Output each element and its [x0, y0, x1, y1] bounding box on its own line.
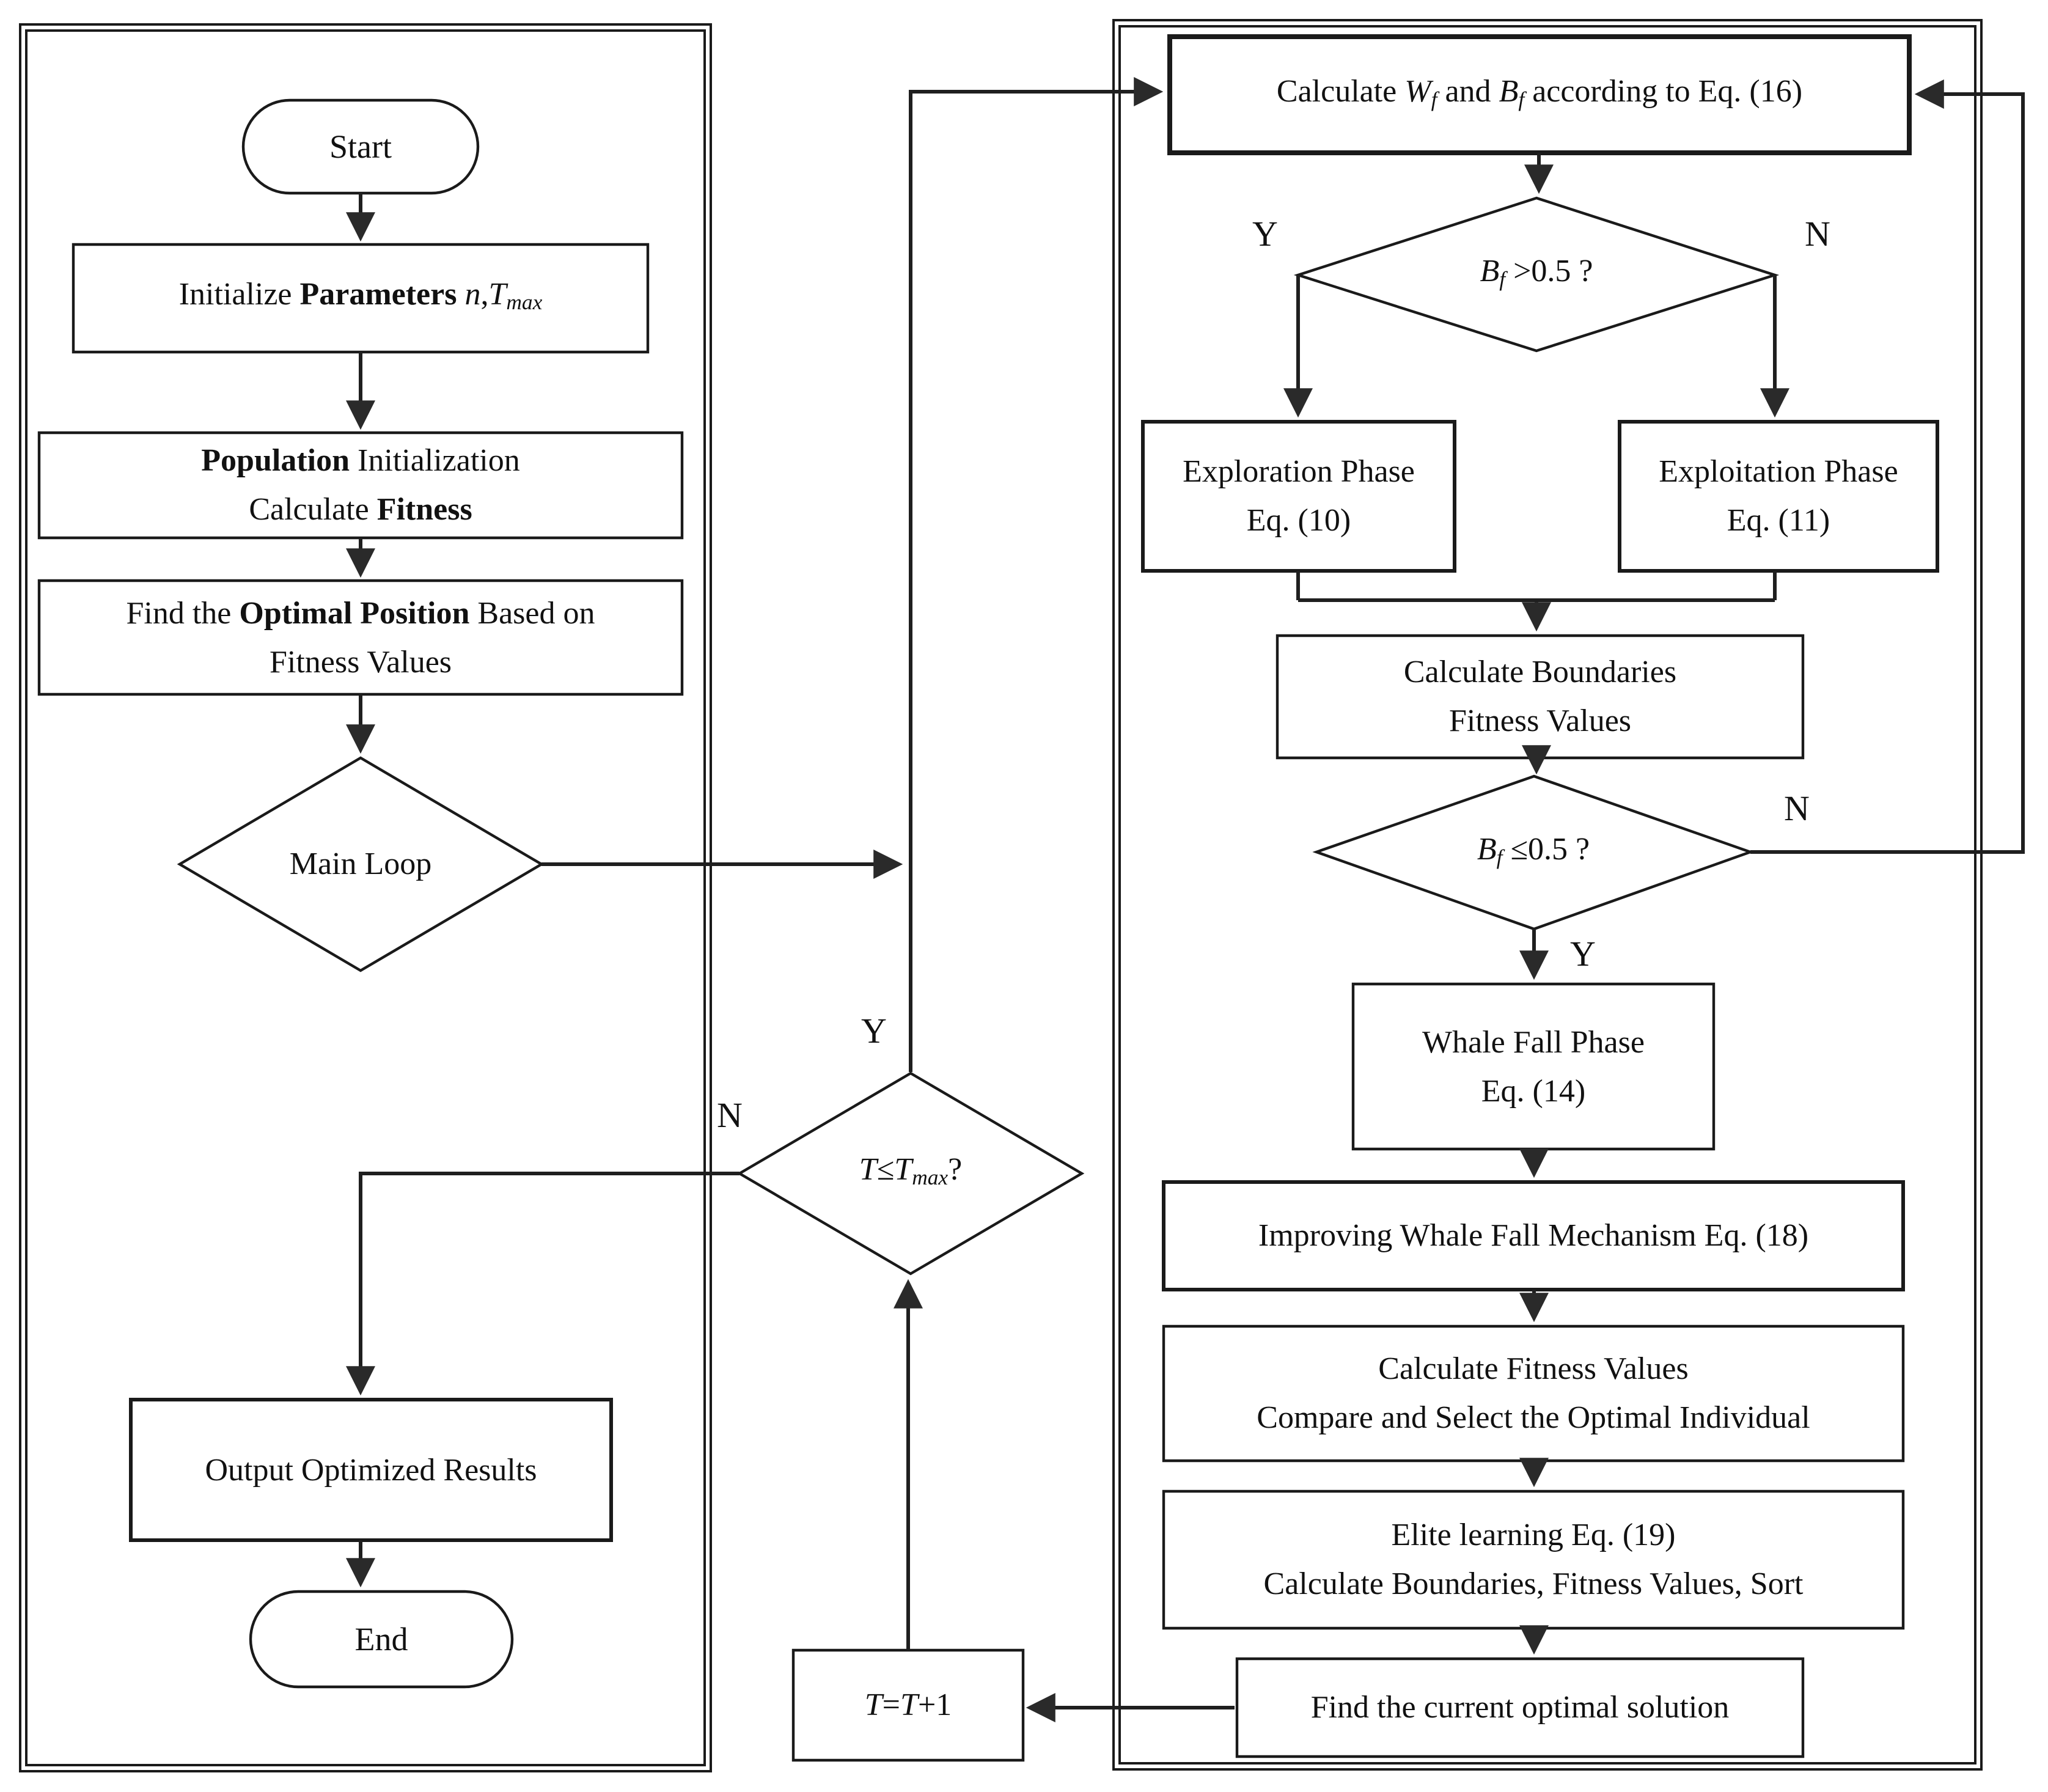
label-bf-gt: Bf >0.5 ?	[1480, 252, 1593, 290]
label-calc-wb: Calculate Wf and Bf according to Eq. (16…	[1276, 73, 1803, 111]
label-start: Start	[329, 128, 392, 165]
node-t-check	[740, 1073, 1082, 1274]
line-bfle-no-feedback	[1750, 79, 2023, 852]
branch-tcheck-yes: Y	[861, 1012, 887, 1051]
label-end: End	[354, 1621, 408, 1658]
branch-bfgt-yes: Y	[1252, 215, 1278, 254]
label-exploration: Exploration Phase Eq. (10)	[1183, 454, 1415, 538]
left-panel-border	[20, 24, 711, 1771]
label-calc-boundaries: Calculate Boundaries Fitness Values	[1403, 654, 1677, 738]
connectors	[346, 77, 2023, 1722]
line-phase-merge	[1298, 571, 1775, 600]
right-panel-border	[1114, 20, 1981, 1769]
branch-tcheck-no: N	[717, 1096, 743, 1135]
label-output: Output Optimized Results	[205, 1452, 537, 1487]
branch-bfgt-no: N	[1805, 215, 1830, 254]
branch-bfle-yes: Y	[1570, 935, 1596, 974]
label-compare-select: Calculate Fitness Values Compare and Sel…	[1257, 1351, 1810, 1435]
branch-bfle-no: N	[1784, 789, 1810, 828]
label-exploitation: Exploitation Phase Eq. (11)	[1659, 454, 1898, 538]
label-population: Population Initialization Calculate Fitn…	[201, 442, 520, 527]
line-n-to-output	[346, 1173, 740, 1396]
node-bf-gt	[1298, 198, 1775, 351]
label-t-increment: T=T+1	[864, 1687, 952, 1722]
label-whale-fall: Whale Fall Phase Eq. (14)	[1422, 1024, 1645, 1108]
label-improving: Improving Whale Fall Mechanism Eq. (18)	[1258, 1217, 1809, 1253]
node-output	[131, 1400, 611, 1540]
label-main-loop: Main Loop	[289, 846, 432, 881]
line-y-up-to-calc	[911, 77, 1164, 1072]
node-end	[251, 1592, 512, 1687]
label-find-current: Find the current optimal solution	[1310, 1689, 1730, 1725]
node-main-loop	[180, 758, 541, 971]
label-bf-le: Bf ≤0.5 ?	[1477, 831, 1590, 868]
label-t-check: T≤Tmax?	[859, 1151, 963, 1189]
label-elite: Elite learning Eq. (19) Calculate Bounda…	[1263, 1517, 1804, 1601]
label-find-optimal: Find the Optimal Position Based on Fitne…	[126, 595, 595, 679]
label-initialize: Initialize Parameters n,Tmax	[178, 276, 543, 314]
node-find-current	[1237, 1659, 1803, 1757]
node-exploitation	[1620, 422, 1937, 571]
